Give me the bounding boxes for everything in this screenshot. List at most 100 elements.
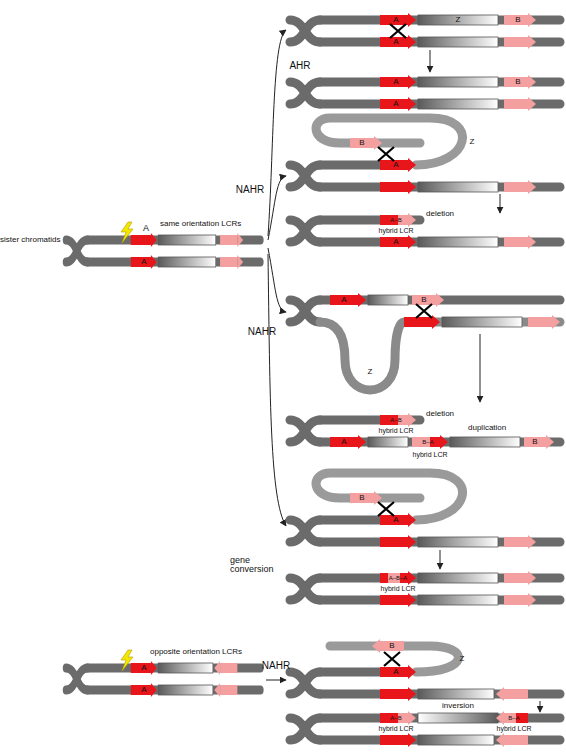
text-label: B xyxy=(359,139,364,147)
z-region xyxy=(368,437,408,447)
text-label: deletion xyxy=(426,210,454,218)
centromere-cross xyxy=(290,300,320,322)
hybrid-lcr-head xyxy=(408,711,416,725)
lcr-a xyxy=(330,295,358,305)
lcr-set xyxy=(380,180,536,194)
step-arrow xyxy=(540,701,541,712)
lcr-set xyxy=(380,535,536,549)
lcr-b xyxy=(524,437,546,447)
text-label: Z xyxy=(460,655,465,663)
pathway-arrow xyxy=(266,680,286,681)
chromatid-pair xyxy=(290,13,560,49)
centromere-cross xyxy=(290,165,320,187)
looped-strand xyxy=(320,322,560,390)
lcr-a-head xyxy=(408,513,416,527)
looped-strand xyxy=(316,473,462,520)
text-label: A xyxy=(393,16,398,24)
crossover-mark xyxy=(378,147,394,161)
lcr-a xyxy=(380,515,408,525)
text-label: Z xyxy=(456,16,461,24)
pathway-arrow xyxy=(268,30,286,236)
pathway-arrow xyxy=(268,176,286,240)
hybrid-lcr-head xyxy=(496,711,504,725)
text-label: hybrid LCR xyxy=(378,427,413,434)
pathway-arrow xyxy=(268,248,286,312)
text-label: A xyxy=(393,161,398,169)
text-label: A xyxy=(141,664,146,672)
break-bolt xyxy=(121,650,133,671)
centromere-cross xyxy=(290,220,320,242)
text-label: hybrid LCR xyxy=(380,585,415,592)
chromatid-pair xyxy=(66,661,260,697)
lcr-set xyxy=(380,733,528,747)
text-label: A–B xyxy=(390,217,401,223)
crossover-mark xyxy=(378,502,394,516)
crossover-mark xyxy=(390,24,406,38)
text-label: B–A xyxy=(422,439,433,445)
text-label: A–B xyxy=(390,715,401,721)
text-label: B xyxy=(532,438,537,446)
looped-strand xyxy=(316,118,462,165)
lcr-b-head xyxy=(436,293,444,307)
centromere-cross xyxy=(290,718,320,740)
text-label: B–A xyxy=(508,715,519,721)
text-label: A xyxy=(141,258,146,266)
text-label: A xyxy=(393,668,398,676)
step-arrow xyxy=(500,194,501,213)
text-label: sister chromatids xyxy=(0,236,60,244)
chromatid-pair xyxy=(66,661,260,697)
text-label: hybrid LCR xyxy=(378,227,413,234)
text-label: A xyxy=(141,686,146,694)
hybrid-lcr-head xyxy=(440,435,448,449)
text-label: NAHR xyxy=(236,185,264,196)
crossover-mark xyxy=(416,304,432,318)
lcr-b xyxy=(412,295,436,305)
text-label: gene conversion xyxy=(230,556,285,575)
text-label: A xyxy=(143,224,149,233)
centromere-cross xyxy=(290,420,320,442)
text-label: hybrid LCR xyxy=(378,725,413,732)
step-arrow xyxy=(480,334,481,402)
text-label: NAHR xyxy=(248,327,276,338)
text-label: B xyxy=(515,78,520,86)
text-label: A–B–A xyxy=(389,575,408,581)
text-label: deletion xyxy=(426,410,454,418)
text-label: duplication xyxy=(468,424,506,432)
text-label: A xyxy=(393,100,398,108)
lcr-set xyxy=(404,315,560,329)
text-label: A xyxy=(341,438,346,446)
text-label: inversion xyxy=(442,702,474,710)
lcr-a xyxy=(380,667,408,677)
lcr-a-head xyxy=(408,158,416,172)
crossover-mark xyxy=(384,652,400,666)
lcr-b-head xyxy=(372,639,380,653)
inverted-z-region xyxy=(418,713,498,723)
text-label: A xyxy=(393,516,398,524)
lcr-a-head xyxy=(358,435,366,449)
step-arrow xyxy=(430,50,431,72)
text-label: AHR xyxy=(289,61,310,72)
lcr-b-head xyxy=(546,435,554,449)
text-label: B xyxy=(421,296,426,304)
text-label: B xyxy=(515,16,520,24)
chromatid-pair xyxy=(66,233,260,269)
lcr-set xyxy=(380,687,528,701)
lcr-a xyxy=(330,437,358,447)
text-label: opposite orientation LCRs xyxy=(150,648,242,656)
text-label: NAHR xyxy=(262,661,290,672)
lcr-set xyxy=(380,235,536,249)
lcr-a xyxy=(380,160,408,170)
lcr-b xyxy=(350,493,374,503)
chromatid-pair xyxy=(290,75,560,111)
text-label: A xyxy=(341,296,346,304)
centromere-cross xyxy=(290,672,320,694)
lcr-b xyxy=(350,138,374,148)
step-arrow xyxy=(440,550,441,569)
lcr-a-head xyxy=(358,293,366,307)
lcr-b xyxy=(380,641,404,651)
text-label: A xyxy=(393,38,398,46)
text-label: same orientation LCRs xyxy=(160,220,241,228)
text-label: A xyxy=(393,78,398,86)
